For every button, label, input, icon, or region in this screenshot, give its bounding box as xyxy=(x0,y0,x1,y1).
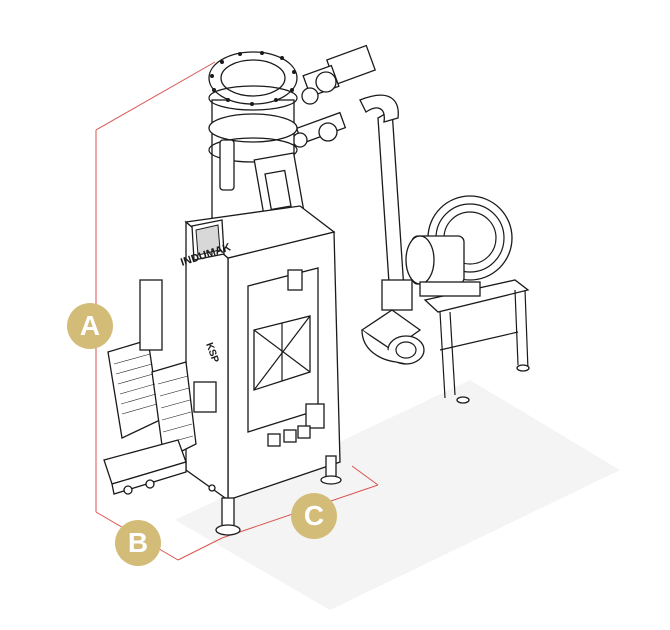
dimension-a-badge: A xyxy=(67,303,113,349)
cabinet-leg-front xyxy=(221,497,235,529)
dimension-b-badge: B xyxy=(115,520,161,566)
dimension-b-ext xyxy=(177,537,223,561)
clamp-box xyxy=(193,381,217,413)
cabinet-leg-right xyxy=(325,455,337,479)
dimension-a-top-ext xyxy=(95,61,216,131)
bag-clamp-unit xyxy=(103,279,217,495)
cabinet xyxy=(184,205,342,536)
air-pipe xyxy=(359,94,425,365)
clamp-plate-right xyxy=(151,361,197,461)
cabinet-icon-top xyxy=(287,269,303,291)
blower xyxy=(405,195,513,297)
stand-foot-left xyxy=(456,396,470,404)
floor-shadow xyxy=(175,380,620,610)
clamp-plate-left xyxy=(107,339,161,439)
clamp-cylinder xyxy=(139,279,163,351)
dimension-c-ext xyxy=(351,465,379,486)
dimension-c-badge: C xyxy=(291,493,337,539)
stand-foot-right xyxy=(516,364,530,372)
cabinet-info-plate xyxy=(305,403,325,429)
pipe-vertical xyxy=(377,108,405,300)
top-actuator xyxy=(292,44,377,148)
